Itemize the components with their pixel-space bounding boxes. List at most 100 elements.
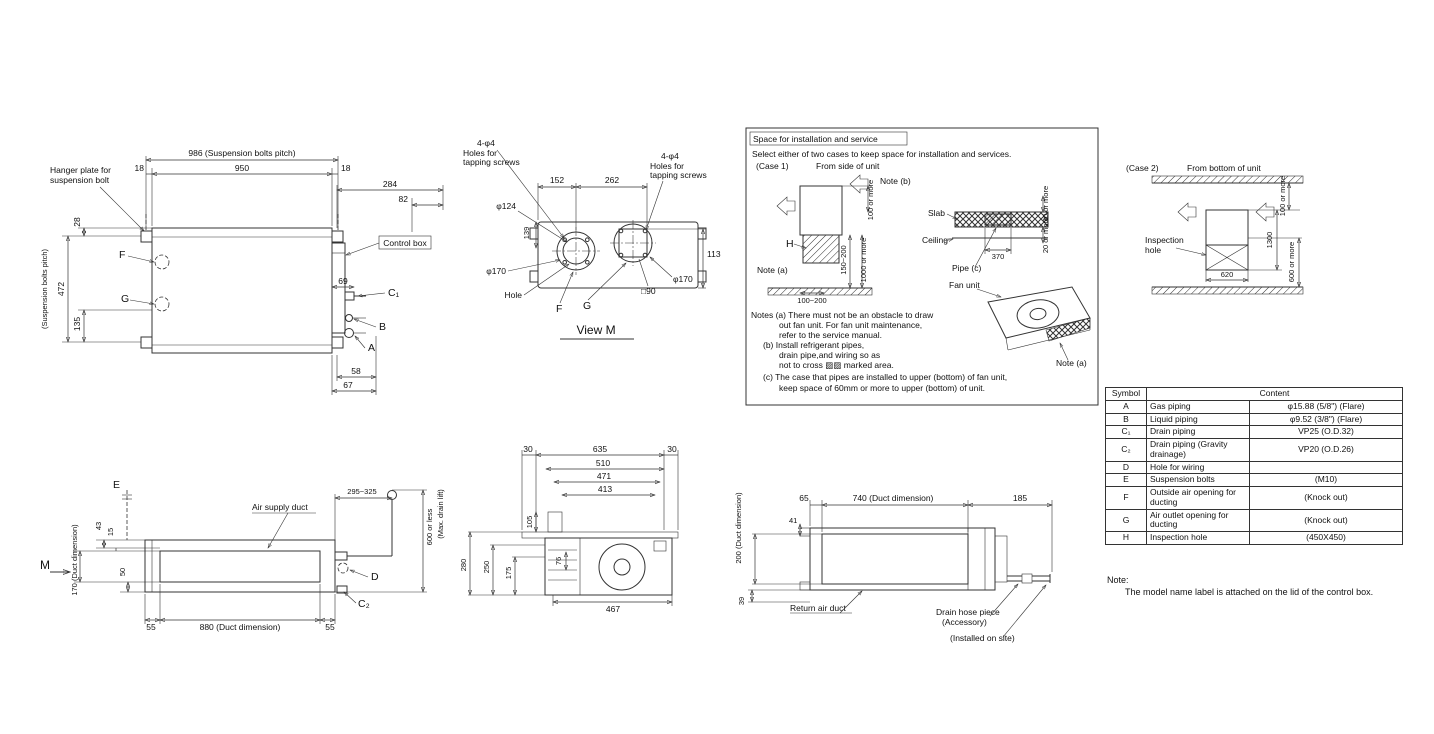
suspension-pitch-label: (Suspension bolts pitch) <box>40 248 49 329</box>
dim-69: 69 <box>338 276 348 286</box>
tapping-screws-callout: Holes for <box>463 148 497 158</box>
row-name: Hole for wiring <box>1146 460 1250 475</box>
label-g: G <box>121 293 129 305</box>
dim-15: 15 <box>106 528 115 536</box>
table-row: F Outside air opening for ducting (Knock… <box>1105 486 1403 510</box>
tapping-screws-callout: tapping screws <box>650 170 707 180</box>
row-value: (Knock out) <box>1249 486 1403 510</box>
dim-30-left: 30 <box>523 444 533 454</box>
model-name-note: Note: The model name label is attached o… <box>1107 575 1407 597</box>
dim-740-duct: 740 (Duct dimension) <box>853 493 934 503</box>
max-drain-lift-label: (Max. drain lift) <box>436 489 445 539</box>
dim-635: 635 <box>593 444 607 454</box>
row-value: (Knock out) <box>1249 508 1403 533</box>
air-supply-duct-label: Air supply duct <box>252 502 308 512</box>
dim-467: 467 <box>606 604 620 614</box>
table-row: B Liquid piping φ9.52 (3/8") (Flare) <box>1105 412 1403 427</box>
installation-panel: Space for installation and service Selec… <box>745 127 1099 406</box>
note-a-ref: Note (a) <box>757 265 788 275</box>
dim-600-or-more: 600 or more <box>1287 242 1296 282</box>
dim-280: 280 <box>459 559 468 572</box>
row-value: (450X450) <box>1249 531 1403 545</box>
row-value <box>1249 460 1403 475</box>
dim-185: 185 <box>1013 493 1027 503</box>
row-symbol: C₁ <box>1105 425 1147 440</box>
dim-67: 67 <box>343 380 353 390</box>
dim-dia170-left: φ170 <box>486 266 506 276</box>
fan-unit-label: Fan unit <box>949 280 980 290</box>
dim-18-right: 18 <box>341 163 351 173</box>
dim-262: 262 <box>605 175 619 185</box>
dim-880-duct: 880 (Duct dimension) <box>200 622 281 632</box>
dim-152: 152 <box>550 175 564 185</box>
notes-line: drain pipe,and wiring so as <box>779 350 880 360</box>
dim-55-left: 55 <box>146 622 156 632</box>
dim-295-325: 295~325 <box>347 487 376 496</box>
row-symbol: B <box>1105 412 1147 427</box>
dim-600-or-less: 600 or less <box>425 508 434 545</box>
label-c2: C₂ <box>358 598 370 610</box>
row-symbol: F <box>1105 486 1147 510</box>
control-box-label: Control box <box>383 238 427 248</box>
row-name: Air outlet opening for ducting <box>1146 508 1250 533</box>
dim-dia124: φ124 <box>496 201 516 211</box>
dim-250: 250 <box>482 561 491 574</box>
dim-41: 41 <box>789 516 797 525</box>
bottom-view: 65 740 (Duct dimension) 185 41 200 (Duct… <box>734 492 1052 643</box>
dim-471: 471 <box>597 471 611 481</box>
dim-135: 135 <box>72 317 82 331</box>
row-name: Suspension bolts <box>1146 473 1250 488</box>
table-row: D Hole for wiring <box>1105 460 1403 475</box>
inspection-hole-label: Inspection <box>1145 235 1184 245</box>
dim-150-200: 150~200 <box>839 245 848 274</box>
installation-intro: Select either of two cases to keep space… <box>752 149 1011 159</box>
label-h: H <box>786 238 794 250</box>
dim-50: 50 <box>118 568 127 576</box>
pipe-c-label: Pipe (c) <box>952 263 981 273</box>
ceiling-label: Ceiling <box>922 235 948 245</box>
view-m-title: View M <box>576 323 615 337</box>
front-view: 986 (Suspension bolts pitch) 18 950 18 2… <box>40 148 443 395</box>
label-f: F <box>556 303 562 315</box>
dim-76: 76 <box>554 557 563 565</box>
installation-title: Space for installation and service <box>753 134 878 144</box>
view-m: 152 262 4-φ4 Holes for tapping screws 4-… <box>463 138 721 340</box>
dim-30-right: 30 <box>667 444 677 454</box>
hanger-plate-label: suspension bolt <box>50 175 110 185</box>
row-symbol: G <box>1105 508 1147 533</box>
case1-label: (Case 1) <box>756 161 789 171</box>
dim-413: 413 <box>598 484 612 494</box>
row-name: Gas piping <box>1146 399 1250 414</box>
return-air-duct-label: Return air duct <box>790 603 846 613</box>
case2-subtitle: From bottom of unit <box>1187 163 1261 173</box>
row-name: Drain piping (Gravity drainage) <box>1146 438 1250 462</box>
note-text: The model name label is attached on the … <box>1125 587 1374 597</box>
notes-line: refer to the service manual. <box>779 330 882 340</box>
dim-139: 139 <box>522 227 531 240</box>
row-symbol: C₂ <box>1105 438 1147 462</box>
dim-dia170-right: φ170 <box>673 274 693 284</box>
tapping-screws-callout: tapping screws <box>463 157 520 167</box>
dim-113: 113 <box>707 249 721 259</box>
dim-950: 950 <box>235 163 249 173</box>
dim-65: 65 <box>799 493 809 503</box>
dim-370: 370 <box>992 252 1005 261</box>
table-row: H Inspection hole (450X450) <box>1105 531 1403 545</box>
notes-line: keep space of 60mm or more to upper (bot… <box>779 383 985 393</box>
table-row: C₂ Drain piping (Gravity drainage) VP20 … <box>1105 438 1403 462</box>
dim-986: 986 (Suspension bolts pitch) <box>188 148 295 158</box>
row-value: φ9.52 (3/8") (Flare) <box>1249 412 1403 427</box>
dim-200-duct: 200 (Duct dimension) <box>734 492 743 564</box>
case1-subtitle: From side of unit <box>816 161 880 171</box>
dim-43: 43 <box>94 522 103 530</box>
slab-label: Slab <box>928 208 945 218</box>
dim-100-or-more: 100 or more <box>866 180 875 220</box>
dim-20-or-more: 20 or more <box>1041 186 1050 222</box>
inspection-hole-label: hole <box>1145 245 1161 255</box>
note-b-ref: Note (b) <box>880 176 911 186</box>
end-view: 30 635 30 510 471 413 280 250 175 105 76… <box>459 444 679 614</box>
notes-line: Notes (a) There must not be an obstacle … <box>751 310 934 320</box>
label-g: G <box>583 300 591 312</box>
